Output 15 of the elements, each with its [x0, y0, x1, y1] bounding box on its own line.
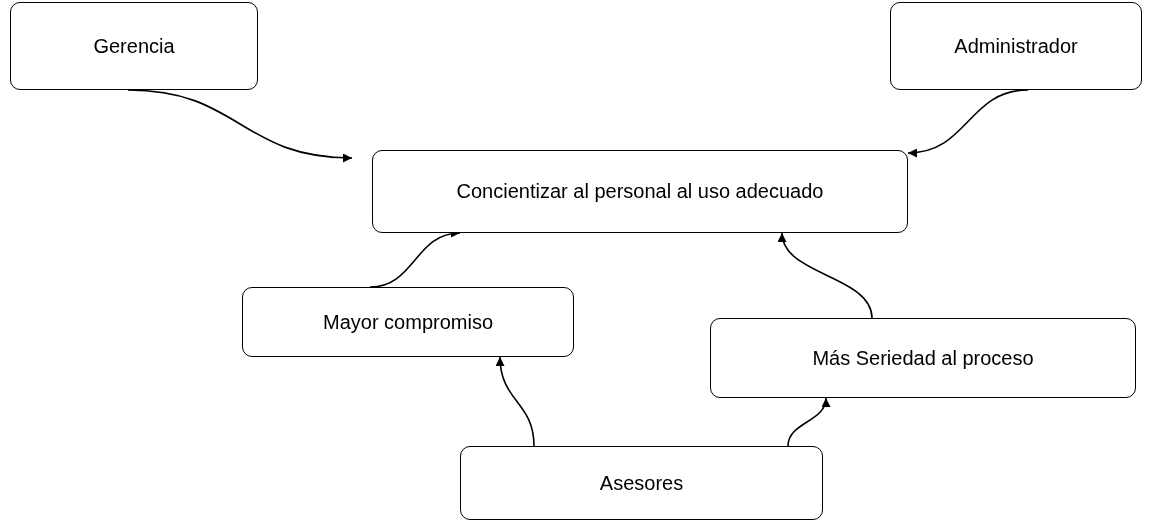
curved-arrow [787, 397, 830, 447]
process-box [460, 446, 823, 520]
box-label: Administrador [954, 34, 1078, 58]
curved-arrow [779, 232, 873, 319]
curved-arrow [496, 356, 535, 447]
process-box [372, 150, 908, 233]
box-label: Mayor compromiso [322, 310, 493, 334]
process-box [890, 2, 1142, 90]
process-box [10, 2, 258, 90]
process-box [710, 318, 1136, 398]
box-label: Más Seriedad al proceso [812, 346, 1034, 370]
process-box [242, 287, 574, 357]
box-label: Asesores [599, 471, 684, 495]
box-label: Concientizar al personal al uso adecuado [456, 180, 824, 203]
box-label: Gerencia [93, 34, 175, 58]
